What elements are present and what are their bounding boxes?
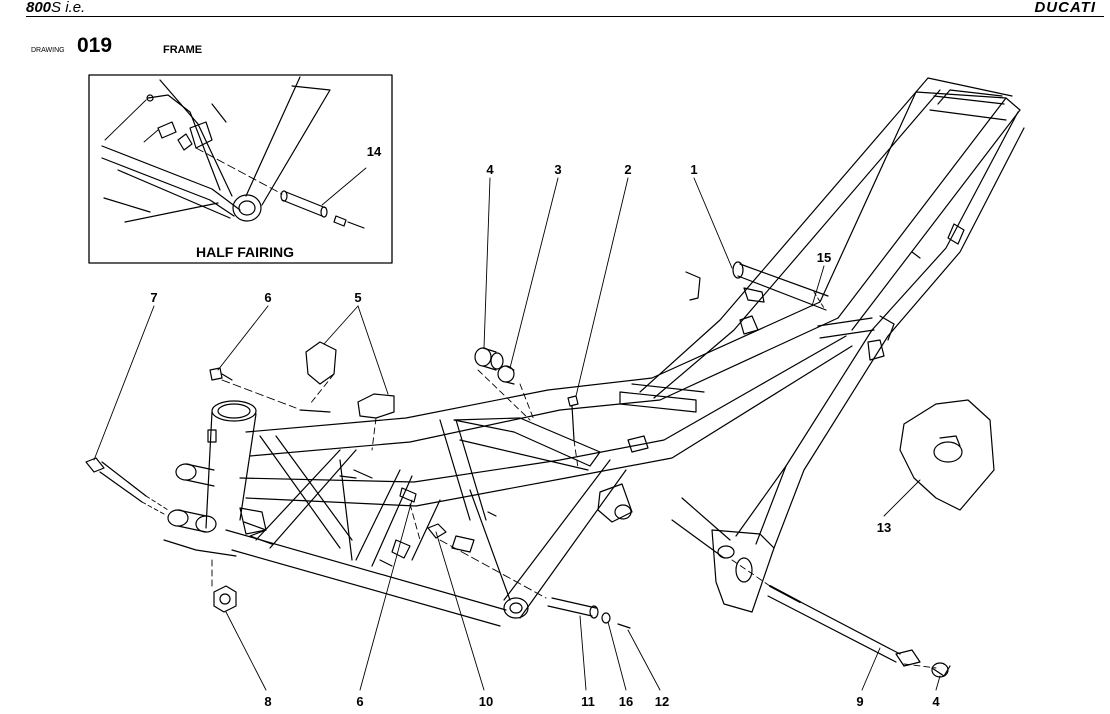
half-fairing-inset xyxy=(88,74,393,264)
drawing-title: FRAME xyxy=(163,44,203,56)
page-header: 800S i.e. DUCATI xyxy=(0,0,1110,16)
loose-parts xyxy=(85,291,995,678)
inset-title: HALF FAIRING xyxy=(196,244,294,260)
brand-logo: DUCATI xyxy=(1034,0,1096,16)
callout-16: 16 xyxy=(619,694,633,709)
callout-9: 9 xyxy=(856,694,863,709)
callout-6-top: 6 xyxy=(264,290,271,305)
drawing-number: 019 xyxy=(77,34,113,57)
callout-15: 15 xyxy=(817,250,831,265)
callout-labels: HALF FAIRING 14 1 2 3 4 5 6 7 15 13 8 6 … xyxy=(150,144,940,709)
callout-12: 12 xyxy=(655,694,669,709)
callout-5: 5 xyxy=(354,290,361,305)
callout-4: 4 xyxy=(486,162,494,177)
callout-6-bottom: 6 xyxy=(356,694,363,709)
callout-8: 8 xyxy=(264,694,271,709)
header-rule xyxy=(26,16,1104,17)
callout-13: 13 xyxy=(877,520,891,535)
main-frame xyxy=(163,77,1025,627)
callout-10: 10 xyxy=(479,694,493,709)
callout-7: 7 xyxy=(150,290,157,305)
callout-1: 1 xyxy=(690,162,697,177)
callout-14: 14 xyxy=(367,144,382,159)
callout-11: 11 xyxy=(581,694,595,709)
leader-lines xyxy=(93,177,941,691)
drawing-label: DRAWING xyxy=(31,47,65,54)
callout-2: 2 xyxy=(624,162,631,177)
callout-4-plug: 4 xyxy=(932,694,940,709)
callout-3: 3 xyxy=(554,162,561,177)
model-name: 800S i.e. xyxy=(26,0,86,16)
